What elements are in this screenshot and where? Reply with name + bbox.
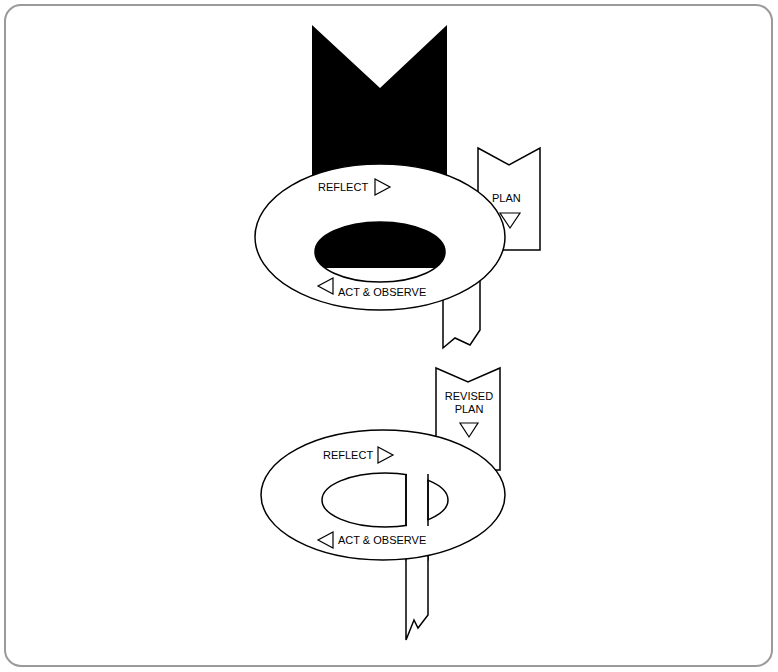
band-label: PLAN bbox=[492, 192, 521, 205]
direction-triangle bbox=[318, 532, 333, 548]
direction-triangle bbox=[460, 423, 478, 437]
upper-ring bbox=[255, 164, 505, 310]
lower-ring bbox=[261, 430, 505, 560]
direction-triangle bbox=[378, 447, 393, 463]
strip-in-hole bbox=[407, 473, 427, 527]
frame bbox=[5, 5, 772, 666]
direction-triangle bbox=[500, 213, 520, 228]
direction-triangle bbox=[318, 278, 333, 294]
strip-edge bbox=[427, 474, 429, 526]
band-label: REFLECT bbox=[318, 181, 368, 194]
band-label: REFLECT bbox=[323, 449, 373, 462]
band-label: ACT & OBSERVE bbox=[338, 286, 426, 299]
strip-edge bbox=[405, 474, 407, 526]
direction-triangle bbox=[375, 179, 390, 195]
band-label: REVISED PLAN bbox=[440, 390, 498, 416]
band-label: ACT & OBSERVE bbox=[338, 534, 426, 547]
